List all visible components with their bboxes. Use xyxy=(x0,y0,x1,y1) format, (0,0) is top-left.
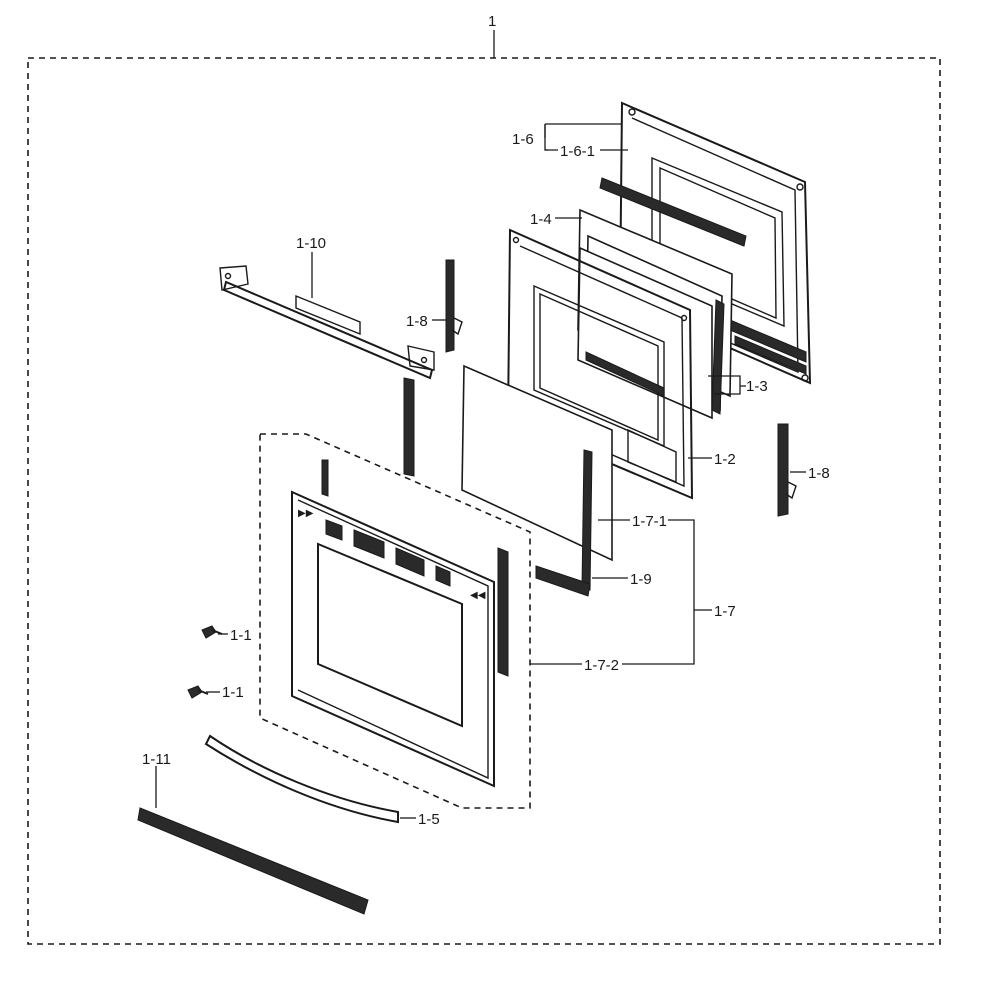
side-rail xyxy=(535,449,593,597)
hinge-right xyxy=(777,423,797,517)
outer-door-bracket xyxy=(622,519,712,665)
label-door-panel: 1-7-2 xyxy=(584,657,619,674)
label-glass-panel: 1-4 xyxy=(530,211,552,228)
label-back-frame: 1-6 xyxy=(512,131,534,148)
back-gasket xyxy=(599,177,747,247)
left-channel xyxy=(403,377,415,477)
label-screw-b: 1-1 xyxy=(222,684,244,701)
bottom-trim xyxy=(137,807,369,915)
door-glass xyxy=(461,364,613,562)
label-door-glass: 1-7-1 xyxy=(632,513,667,530)
back-frame-bracket xyxy=(544,124,558,151)
label-glass-set: 1-3 xyxy=(746,378,768,395)
door-arrow-right-icon: ◀◀ xyxy=(470,590,486,601)
door-panel: ▶▶ ◀◀ xyxy=(291,459,509,788)
label-back-gasket: 1-6-1 xyxy=(560,143,595,160)
label-screw-a: 1-1 xyxy=(230,627,252,644)
door-panel-group-boundary xyxy=(259,433,531,809)
label-hinge-left: 1-8 xyxy=(406,313,428,330)
top-trim xyxy=(219,265,435,380)
label-outer-door: 1-7 xyxy=(714,603,736,620)
hinge-left xyxy=(445,259,463,353)
screw-a xyxy=(201,625,223,639)
label-inner-frame: 1-2 xyxy=(714,451,736,468)
label-top-trim: 1-10 xyxy=(296,235,326,252)
assembly-boundary xyxy=(27,57,941,945)
screw-b xyxy=(187,685,209,699)
label-handle: 1-5 xyxy=(418,811,440,828)
label-hinge-right: 1-8 xyxy=(808,465,830,482)
label-assembly: 1 xyxy=(488,13,496,30)
glass-set-leader xyxy=(708,375,746,395)
label-bottom-trim: 1-11 xyxy=(142,751,171,768)
handle xyxy=(204,734,399,824)
door-arrow-left-icon: ▶▶ xyxy=(298,508,314,519)
back-frame xyxy=(618,101,812,385)
label-side-rail: 1-9 xyxy=(630,571,652,588)
